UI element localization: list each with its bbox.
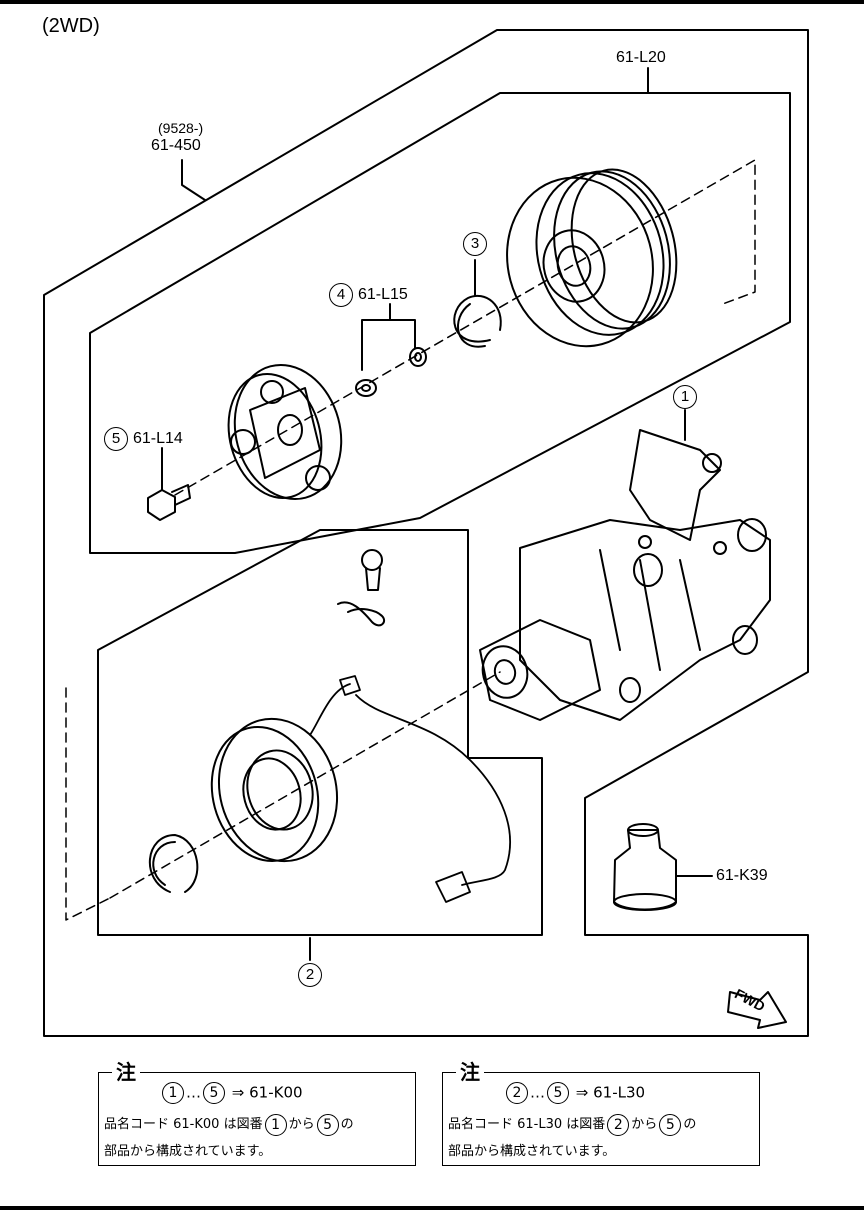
note-1-line2-from: 1 [264,1113,287,1136]
note-2-from: 2 [506,1082,528,1104]
variant-label: (2WD) [42,15,100,37]
note-2-sep: … [530,1083,545,1102]
note-2-line2-c: の [683,1117,697,1132]
callout-1: 1 [673,385,697,409]
callout-3: 3 [463,232,487,256]
note-2-line3: 部品から構成されています。 [448,1144,616,1159]
snap-ring-3-drawing [453,294,502,348]
note-1-to: 5 [203,1082,225,1104]
axis-line-upper [174,159,756,496]
leader-61-450 [181,159,206,201]
note-1-result: 61-K00 [249,1083,303,1102]
compressor-drawing [479,429,771,721]
label-date-code: (9528-) [158,120,204,136]
note-1-arrow: ⇒ [231,1083,245,1102]
label-61-L20: 61-L20 [616,49,666,66]
clutch-set-boundary [89,92,791,554]
note-box-2 [442,1072,760,1166]
callout-5: 5 [104,427,128,451]
field-coil-boundary [97,529,543,936]
shim-drawing [355,347,427,397]
axis-line-lower [109,671,501,899]
screw-clip-drawing [337,549,386,627]
label-61-L15: 61-L15 [358,286,408,303]
callout-4: 4 [329,283,353,307]
top-border [0,0,864,4]
axis-line-left [65,687,111,921]
note-1-line2-a: 品名コード 61-K00 は図番 [104,1117,263,1132]
note-1-range: 1…5 ⇒ 61-K00 [160,1082,303,1104]
oil-bottle-drawing [613,823,677,911]
pulley-drawing [506,168,678,348]
label-61-K39: 61-K39 [716,867,768,884]
bolt-5-drawing [147,484,191,521]
leader-c4 [361,303,416,371]
note-2-arrow: ⇒ [575,1083,589,1102]
note-box-1 [98,1072,416,1166]
note-1-line2-to: 5 [316,1113,339,1136]
note-2-to: 5 [547,1082,569,1104]
fwd-arrow-icon [727,991,787,1029]
note-2-range: 2…5 ⇒ 61-L30 [504,1082,645,1104]
note-1-sep: … [186,1083,201,1102]
label-61-450: 61-450 [151,137,201,154]
note-2-line2-from: 2 [607,1113,630,1136]
snap-ring-lower-drawing [148,834,199,893]
note-2-line2-b: から [631,1117,658,1132]
note-1-heading: 注 [112,1056,140,1085]
note-1-from: 1 [162,1082,184,1104]
bottom-border [0,1206,864,1210]
note-2-line2-a: 品名コード 61-L30 は図番 [448,1117,606,1132]
callout-2: 2 [298,963,322,987]
note-1-line2-c: の [340,1117,354,1132]
oil-boundary [585,672,808,935]
assembly-boundary [43,29,809,1037]
note-2-heading: 注 [456,1056,484,1085]
pressure-plate-drawing [227,363,343,501]
wire-harness-drawing [309,675,511,903]
field-coil-drawing [210,717,339,863]
note-2-result: 61-L30 [593,1083,646,1102]
note-1-line2-b: から [288,1117,315,1132]
note-1-line3: 部品から構成されています。 [104,1144,272,1159]
note-2-line2-to: 5 [659,1113,682,1136]
label-61-L14: 61-L14 [133,430,183,447]
